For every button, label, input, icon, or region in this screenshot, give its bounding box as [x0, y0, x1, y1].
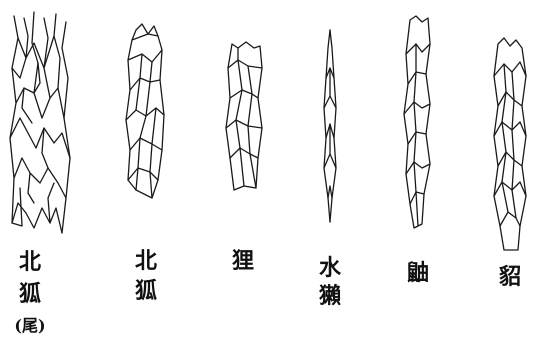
hair-sample-3	[222, 38, 268, 198]
hair-sample-6	[490, 36, 532, 254]
label-line: 獺	[314, 282, 346, 310]
label-line: 水	[314, 254, 346, 282]
label-line: (尾)	[14, 310, 46, 342]
hair-label-2: 北 狐	[130, 246, 162, 306]
label-line: 北	[14, 246, 46, 278]
hair-label-4: 水 獺	[314, 254, 346, 310]
hair-label-5: 鼬	[402, 258, 434, 288]
hair-sample-4	[316, 28, 344, 224]
hair-label-6: 貂	[494, 262, 526, 292]
label-line: 鼬	[402, 258, 434, 288]
label-line: 北	[130, 246, 162, 276]
label-line: 狐	[130, 276, 162, 306]
hair-sample-2	[122, 20, 172, 220]
label-line: 貂	[494, 262, 526, 292]
hair-sample-5	[398, 14, 438, 236]
hair-label-3: 狸	[227, 246, 259, 276]
label-line: 狸	[227, 246, 259, 276]
hair-label-1: 北 狐 (尾)	[14, 246, 46, 342]
hair-sample-1	[4, 8, 76, 240]
label-line: 狐	[14, 278, 46, 310]
